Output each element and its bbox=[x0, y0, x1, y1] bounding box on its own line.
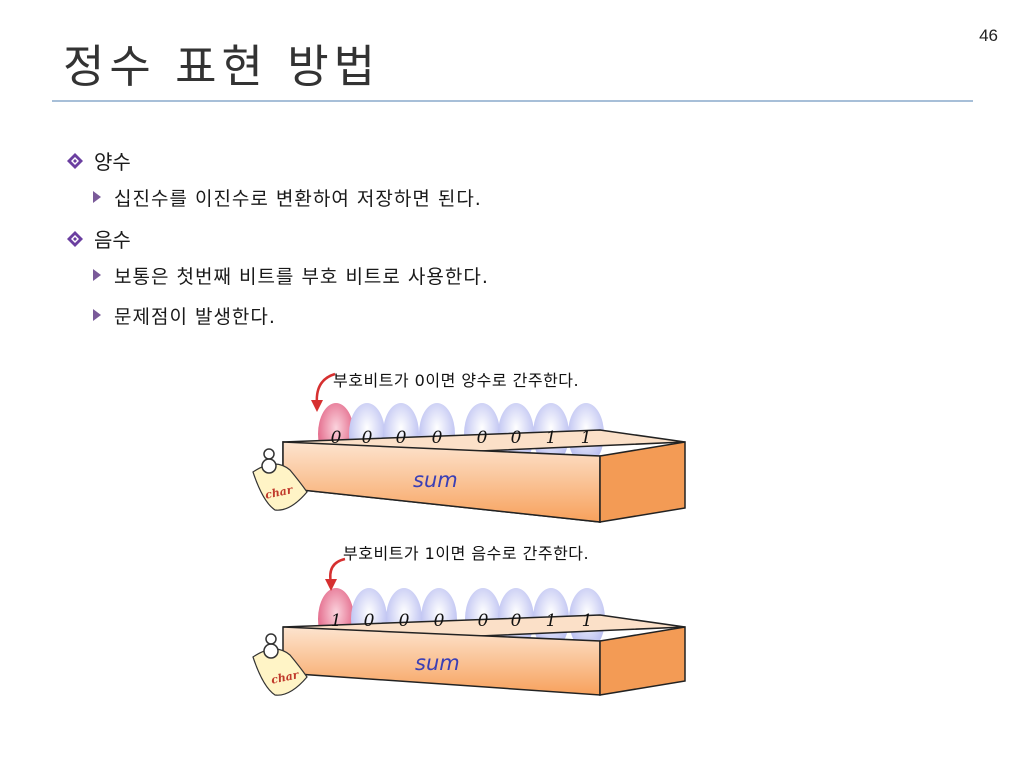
slide-title: 정수 표현 방법 bbox=[63, 40, 381, 93]
diagram-caption: 부호비트가 0이면 양수로 간주한다. bbox=[333, 371, 580, 390]
triangle-bullet-icon bbox=[93, 191, 101, 203]
bit-value: 0 bbox=[361, 428, 373, 448]
sub-bullet: 십진수를 이진수로 변환하여 저장하면 된다. bbox=[64, 184, 964, 210]
sub-bullet-text: 보통은 첫번째 비트를 부호 비트로 사용한다. bbox=[114, 265, 489, 288]
bit-value: 0 bbox=[398, 611, 410, 631]
variable-name: sum bbox=[413, 468, 458, 492]
page-number: 46 bbox=[979, 26, 998, 45]
triangle-bullet-icon bbox=[93, 269, 101, 281]
sign-bit-diagram-negative: 부호비트가 1이면 음수로 간주한다. 1 0 0 0 0 0 1 1 sum … bbox=[245, 535, 705, 705]
bit-value: 0 bbox=[330, 428, 342, 448]
bit-value: 0 bbox=[476, 428, 488, 448]
bit-value: 0 bbox=[363, 611, 375, 631]
bit-value: 0 bbox=[395, 428, 407, 448]
memory-box-illustration bbox=[252, 557, 686, 696]
triangle-bullet-icon bbox=[93, 309, 101, 321]
bit-value: 0 bbox=[510, 611, 522, 631]
bit-value: 1 bbox=[580, 428, 592, 448]
sub-bullet-text: 문제점이 발생한다. bbox=[114, 305, 276, 328]
variable-name: sum bbox=[415, 651, 460, 675]
diamond-bullet-icon bbox=[67, 231, 83, 247]
sub-bullet-text: 십진수를 이진수로 변환하여 저장하면 된다. bbox=[114, 187, 482, 210]
bullet-label: 음수 bbox=[94, 227, 131, 252]
bullet-positive: 양수 bbox=[64, 146, 964, 174]
bit-value: 0 bbox=[431, 428, 443, 448]
bit-value: 1 bbox=[545, 611, 557, 631]
bit-value: 1 bbox=[330, 611, 342, 631]
bit-value: 0 bbox=[477, 611, 489, 631]
diamond-bullet-icon bbox=[67, 153, 83, 169]
sub-bullet: 문제점이 발생한다. bbox=[64, 302, 964, 328]
bullet-label: 양수 bbox=[94, 149, 131, 174]
diagram-caption: 부호비트가 1이면 음수로 간주한다. bbox=[343, 544, 590, 563]
bit-value: 0 bbox=[433, 611, 445, 631]
title-divider bbox=[52, 100, 973, 102]
bit-value: 0 bbox=[510, 428, 522, 448]
bullet-negative: 음수 bbox=[64, 224, 964, 252]
memory-box-illustration bbox=[252, 372, 686, 523]
bullet-list: 양수 십진수를 이진수로 변환하여 저장하면 된다. 음수 보통은 첫번째 비트… bbox=[64, 146, 964, 342]
bit-value: 1 bbox=[545, 428, 557, 448]
sub-bullet: 보통은 첫번째 비트를 부호 비트로 사용한다. bbox=[64, 262, 964, 288]
bit-value: 1 bbox=[581, 611, 593, 631]
sign-bit-diagram-positive: 부호비트가 0이면 양수로 간주한다. 0 0 0 0 0 0 1 1 sum … bbox=[245, 362, 705, 532]
